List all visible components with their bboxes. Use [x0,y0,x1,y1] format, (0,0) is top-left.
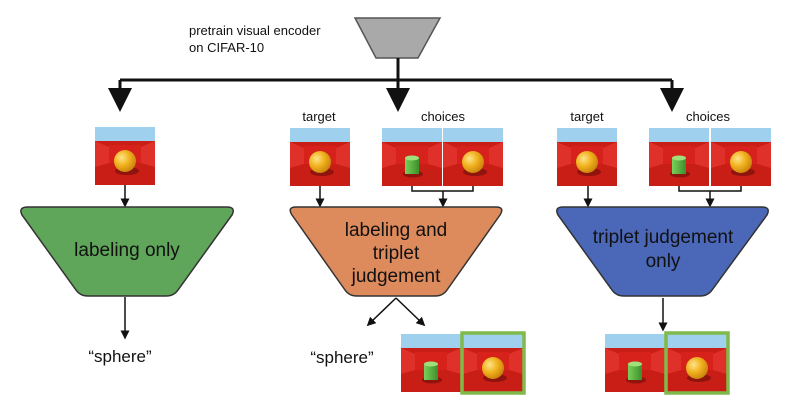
right-choices-label: choices [686,109,731,124]
left-model-box [20,206,234,297]
middle-target-image [290,128,350,186]
encoder-caption-line1: pretrain visual encoder [189,23,321,38]
right-result-sphere-image [667,334,727,392]
middle-choice-sphere-image [443,128,503,186]
right-target-label: target [570,109,604,124]
right-result-cylinder-image [605,334,665,392]
middle-input-connectors [315,186,474,208]
middle-choices-label: choices [421,109,466,124]
middle-choice-cylinder-image [382,128,442,186]
right-box-line1: triplet judgement [593,227,734,248]
middle-output-label: “sphere” [310,348,374,367]
encoder-trapezoid [353,17,442,59]
middle-box-line2: triplet [373,243,420,264]
middle-box-line1: labeling and [345,220,447,241]
middle-selection-frame [460,331,526,395]
right-model-box [556,206,769,297]
right-choice-cylinder-image [649,128,709,186]
middle-target-label: target [302,109,336,124]
middle-box-line3: judgement [351,266,441,287]
middle-model-box [289,206,503,297]
left-target-image [95,127,155,185]
left-box-label: labeling only [74,240,180,261]
middle-result-cylinder-image [401,334,461,392]
distribution-arrows [108,58,684,112]
right-choice-sphere-image [711,128,771,186]
middle-output-arrows [366,297,426,327]
encoder-caption-line2: on CIFAR-10 [189,40,264,55]
right-input-connectors [583,186,742,208]
right-box-line2: only [646,251,681,272]
right-target-image [557,128,617,186]
middle-result-sphere-image [463,334,523,392]
left-output-label: “sphere” [88,347,152,366]
right-selection-frame [664,331,730,395]
